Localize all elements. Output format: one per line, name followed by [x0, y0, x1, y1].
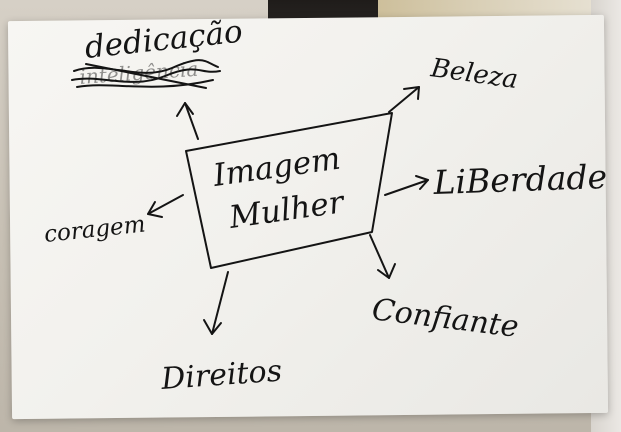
arrow-right-head: [415, 175, 429, 190]
arrow-bottom-right: [369, 234, 390, 279]
arrow-bottom-right-head: [377, 263, 396, 279]
arrow-top-left-head: [176, 102, 194, 117]
arrow-top-right-head: [403, 86, 420, 100]
word-top-right: Beleza: [428, 53, 520, 95]
word-bottom-left: Direitos: [159, 354, 283, 397]
arrow-bottom-left: [211, 271, 229, 335]
center-line-2: Mulher: [226, 184, 348, 236]
word-bottom-right: Confiante: [370, 292, 521, 345]
word-right: LiBerdade: [432, 157, 608, 202]
arrow-top-left: [184, 102, 199, 140]
arrow-left-head: [147, 201, 163, 218]
arrow-left: [147, 194, 184, 215]
scribble-line-4: [85, 63, 207, 89]
word-top-left: dedicação: [83, 14, 244, 66]
scribble-line-3: [76, 79, 214, 88]
arrow-right: [384, 179, 429, 196]
scribble-line-2: [71, 68, 221, 83]
scribble-line-1: [73, 59, 219, 74]
word-left: coragem: [43, 211, 147, 247]
arrow-top-right: [388, 86, 420, 113]
arrow-bottom-left-head: [203, 319, 222, 335]
center-box: [185, 112, 393, 269]
